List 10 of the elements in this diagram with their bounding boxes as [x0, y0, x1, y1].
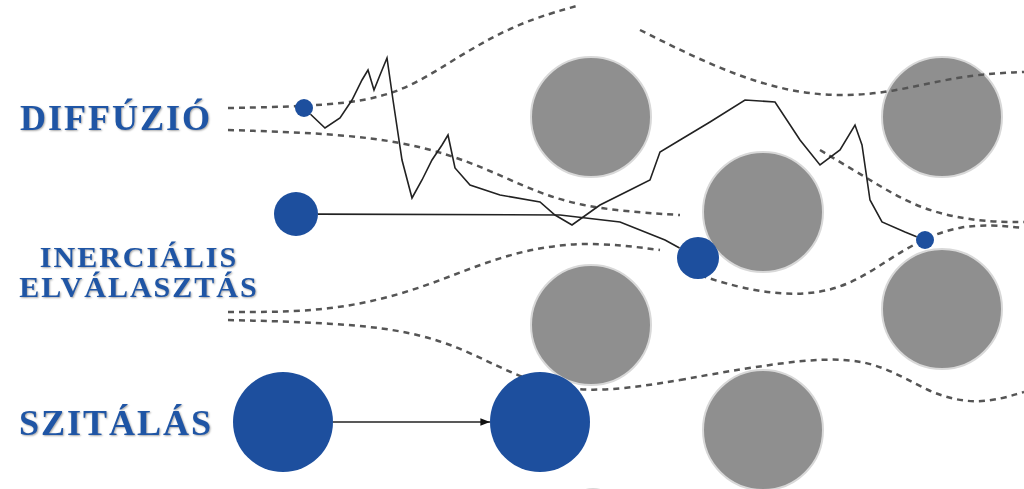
particle-path	[317, 213, 681, 249]
process-label: SZITÁLÁS	[17, 405, 215, 441]
particle-circle	[916, 231, 934, 249]
particle-path	[309, 55, 918, 238]
process-label: INERCIÁLIS ELVÁLASZTÁS	[18, 242, 260, 302]
particle-circle	[274, 192, 318, 236]
particle-circle	[677, 237, 719, 279]
particle-circle	[295, 99, 313, 117]
process-label: DIFFÚZIÓ	[19, 100, 213, 136]
arrow	[332, 418, 491, 426]
